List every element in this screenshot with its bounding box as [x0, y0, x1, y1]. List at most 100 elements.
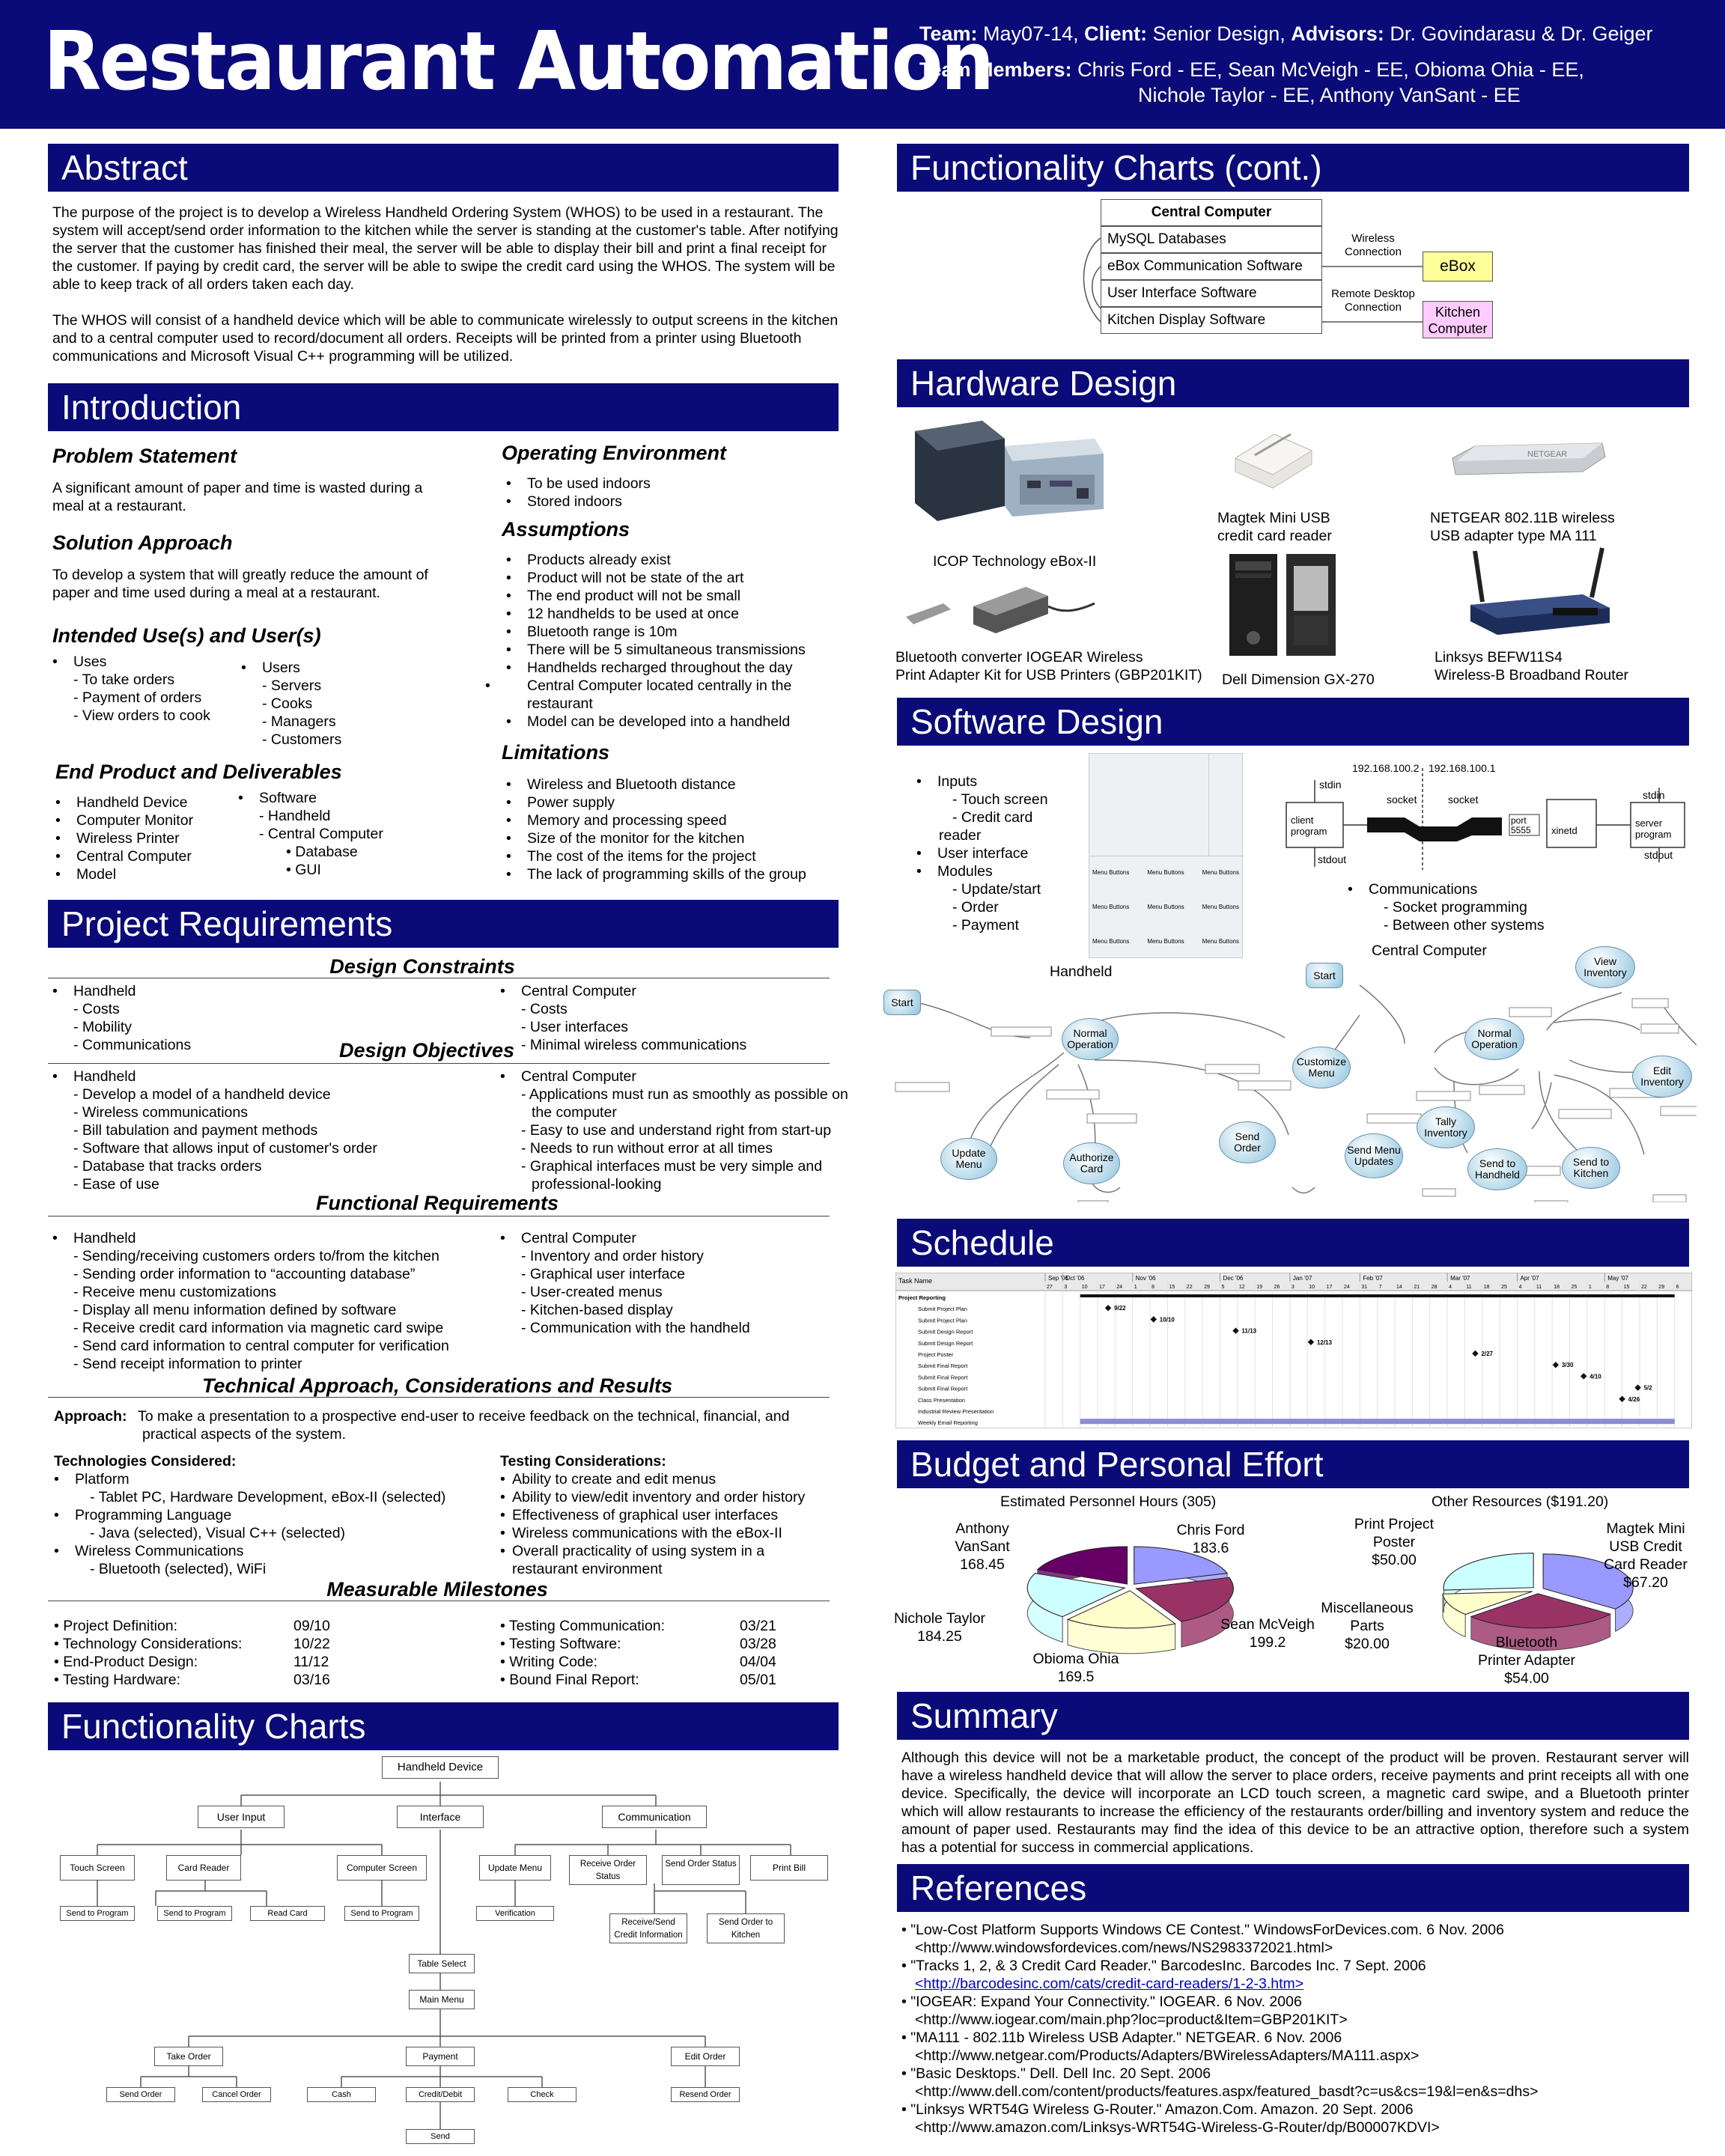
bluetooth-adapter-photo	[906, 587, 1095, 633]
state-node: Send Order	[1219, 1121, 1276, 1163]
tree-send-to-program: Send to Program	[60, 1906, 135, 1921]
tree-receive-order-status: Receive Order Status	[569, 1855, 647, 1885]
limitations-list: Wireless and Bluetooth distance Power su…	[506, 776, 806, 883]
gantt-day: 10	[1082, 1285, 1088, 1290]
state-node: Send Menu Updates	[1345, 1133, 1403, 1178]
gantt-task: Submit Project Plan	[918, 1306, 967, 1312]
tree-communication: Communication	[602, 1806, 707, 1828]
objectives-central: Central Computer Applications must run a…	[500, 1068, 852, 1193]
gantt-day: 25	[1572, 1285, 1578, 1290]
schedule-heading: Schedule	[897, 1219, 1689, 1267]
milestone-date: 11/12	[293, 1654, 329, 1670]
functionality-charts-heading: Functionality Charts	[48, 1702, 839, 1750]
tree-cancel-order: Cancel Order	[202, 2087, 271, 2102]
gantt-day: 5	[1222, 1285, 1225, 1290]
reference-item: • "IOGEAR: Expand Your Connectivity." IO…	[901, 1994, 1348, 2028]
reference-link[interactable]: <http://barcodesinc.com/cats/credit-card…	[915, 1976, 1304, 1992]
gantt-task: Class Presentation	[918, 1397, 965, 1404]
reference-item: • "Basic Desktops." Dell. Dell Inc. 20 S…	[901, 2065, 1539, 2100]
pie-slice	[1066, 1590, 1176, 1629]
introduction-heading: Introduction	[48, 383, 839, 431]
xinetd-label: xinetd	[1551, 825, 1578, 836]
gantt-day: 10	[1309, 1285, 1315, 1290]
gantt-task: Submit Project Plan	[918, 1317, 967, 1324]
tree-credit-info: Receive/Send Credit Information	[609, 1913, 687, 1943]
socket-label: socket	[1387, 794, 1417, 806]
milestone-row: • End-Product Design:11/12	[54, 1653, 368, 1671]
tree-touch-screen: Touch Screen	[60, 1855, 135, 1881]
gantt-day: 26	[1274, 1285, 1280, 1290]
budget-heading: Budget and Personal Effort	[897, 1440, 1689, 1488]
poster-title: Restaurant Automation	[43, 15, 994, 109]
pie-slice	[1135, 1577, 1234, 1622]
pie-slice	[1134, 1546, 1229, 1585]
testing-list: •Ability to create and edit menus •Abili…	[500, 1471, 806, 1577]
gantt-frame	[895, 1273, 1692, 1428]
limitations-heading: Limitations	[502, 741, 610, 764]
tree-check: Check	[508, 2087, 576, 2102]
abstract-paragraph-2: The WHOS will consist of a handheld devi…	[52, 312, 839, 365]
tree-main-menu: Main Menu	[409, 1990, 475, 2009]
stdout-label: stdout	[1644, 849, 1673, 861]
assumptions-list: Products already exist Product will not …	[506, 551, 836, 731]
gantt-day: 17	[1327, 1285, 1333, 1290]
handheld-state-label: Handheld	[1050, 963, 1113, 980]
pie-slice	[1026, 1573, 1126, 1618]
pie-slice	[1470, 1593, 1612, 1629]
reference-item: • "MA111 - 802.11b Wireless USB Adapter.…	[901, 2029, 1420, 2064]
pie-slice	[1542, 1553, 1634, 1610]
tree-card-reader: Card Reader	[166, 1855, 241, 1881]
milestone-name: • Bound Final Report:	[500, 1672, 639, 1688]
gantt-day: 3	[1064, 1285, 1067, 1290]
gantt-milestone-label: 10/10	[1160, 1316, 1175, 1323]
technical-approach-heading: Technical Approach, Considerations and R…	[201, 1374, 673, 1397]
gantt-day: 24	[1344, 1285, 1350, 1290]
milestone-date: 04/04	[740, 1654, 776, 1670]
gantt-month: May '07	[1607, 1275, 1628, 1282]
gantt-month: Mar '07	[1450, 1275, 1470, 1282]
central-state-label: Central Computer	[1372, 943, 1487, 959]
state-node: View Inventory	[1575, 946, 1635, 988]
divider	[48, 1397, 830, 1398]
gantt-task: Submit Final Report	[918, 1374, 968, 1380]
gantt-day: 22	[1641, 1285, 1647, 1290]
gantt-task: Project Reporting	[898, 1294, 946, 1301]
tree-cash: Cash	[307, 2087, 376, 2102]
functionality-tree-connectors	[97, 1782, 791, 2129]
gantt-day: 18	[1484, 1285, 1490, 1290]
gantt-day: 15	[1169, 1285, 1175, 1290]
software-heading: Software Design	[897, 698, 1689, 746]
tree-send-order: Send Order	[106, 2087, 175, 2102]
gantt-milestone-label: 4/10	[1589, 1373, 1601, 1380]
milestone-name: • Testing Communication:	[500, 1618, 665, 1634]
magtek-reader-photo	[1234, 433, 1313, 489]
gantt-header	[895, 1273, 1692, 1291]
pie-slice	[1036, 1546, 1128, 1585]
milestone-date: 09/10	[293, 1618, 330, 1634]
tree-send-order-status: Send Order Status	[662, 1855, 740, 1885]
stdin-label: stdin	[1319, 779, 1342, 791]
state-node: Send to Handheld	[1467, 1148, 1527, 1190]
solution-approach-text: To develop a system that will greatly re…	[52, 567, 428, 601]
milestones-left: • Project Definition:09/10• Technology C…	[54, 1617, 368, 1689]
milestone-name: • Writing Code:	[500, 1654, 598, 1670]
milestone-date: 03/21	[740, 1618, 776, 1634]
operating-environment-heading: Operating Environment	[502, 442, 727, 464]
stdout-label: stdout	[1318, 853, 1347, 865]
milestone-name: • Testing Hardware:	[54, 1672, 181, 1688]
milestones-heading: Measurable Milestones	[326, 1578, 548, 1601]
functionality-cont-heading: Functionality Charts (cont.)	[897, 144, 1689, 192]
milestone-row: • Testing Communication: 03/21	[500, 1617, 800, 1635]
tree-credit-debit: Credit/Debit	[406, 2087, 475, 2102]
ebox-node: eBox	[1423, 252, 1493, 281]
end-product-heading: End Product and Deliverables	[55, 761, 342, 783]
tree-payment: Payment	[406, 2047, 475, 2066]
references-list: • "Low-Cost Platform Supports Windows CE…	[901, 1921, 1688, 2137]
gantt-task: Submit Final Report	[918, 1386, 968, 1392]
